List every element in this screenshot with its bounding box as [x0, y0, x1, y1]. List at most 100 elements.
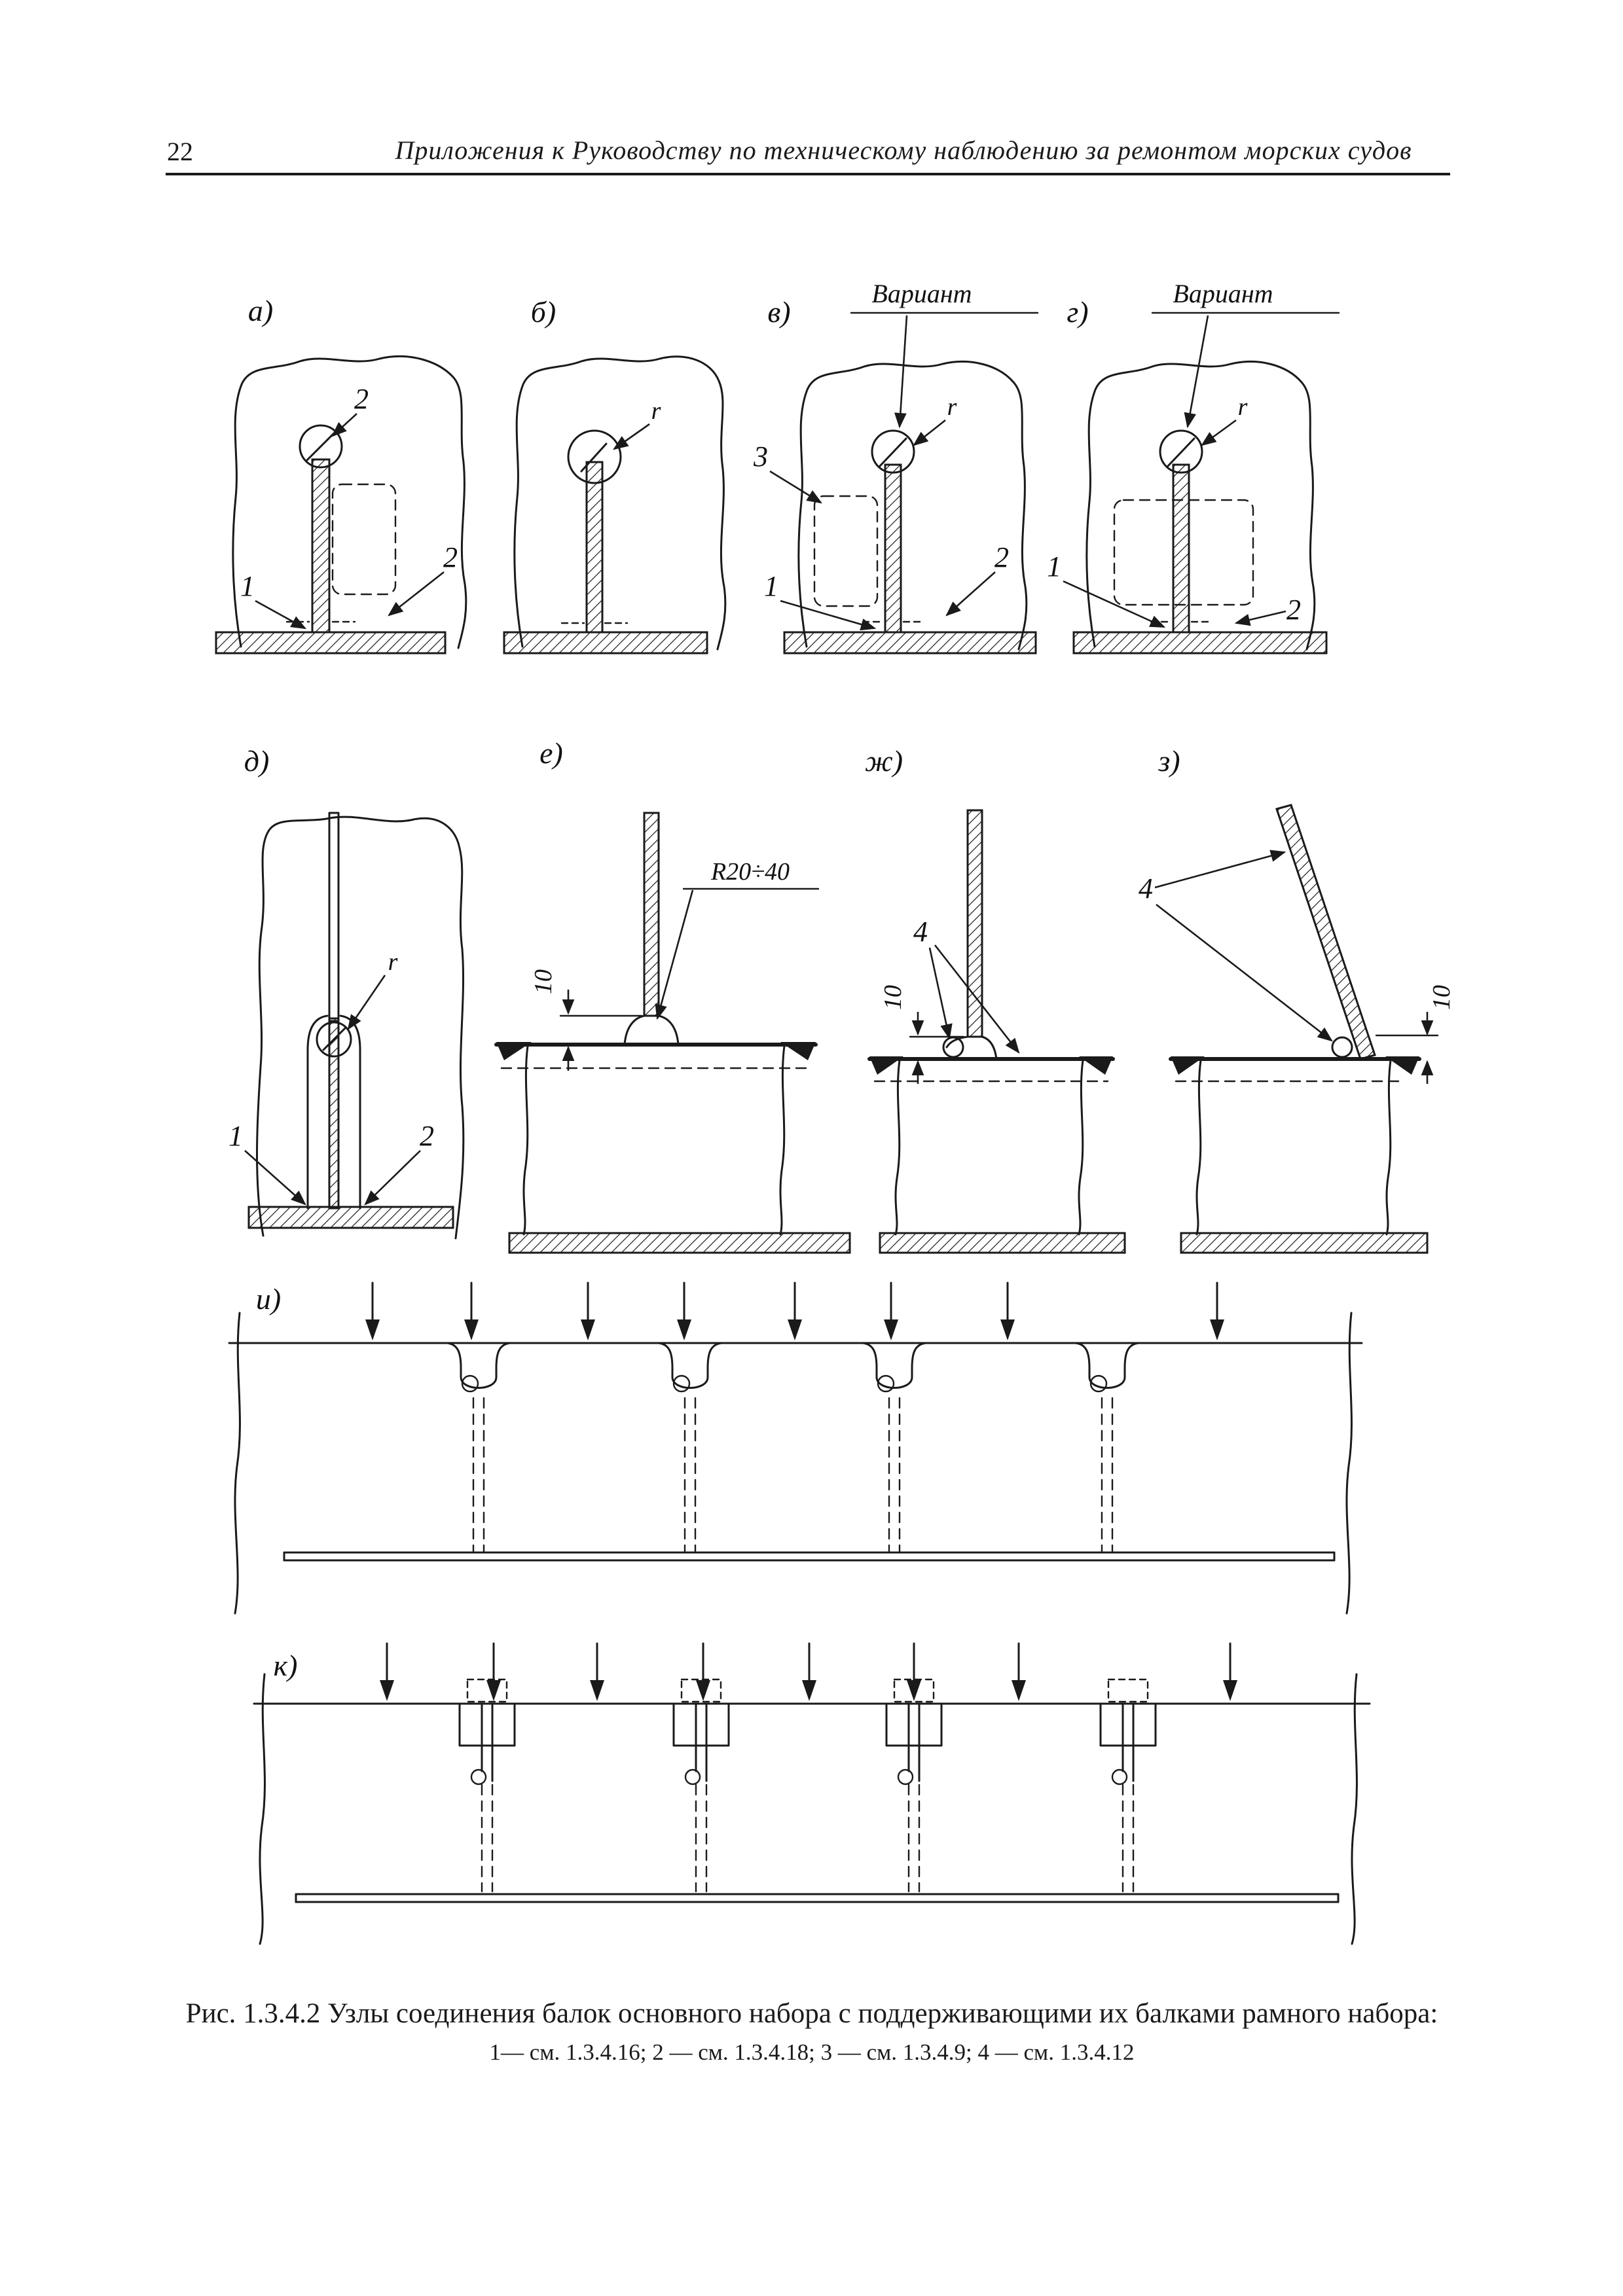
bottom-flange: [879, 1232, 1126, 1254]
flange-tip-right: [780, 1042, 816, 1060]
panel-b: б) r: [503, 295, 727, 655]
web-torn-left: [894, 1059, 901, 1236]
weld-toe-left: [945, 1035, 969, 1049]
panel-zh: ж) 4 10: [865, 744, 1126, 1254]
stiffener-cutouts: [446, 1342, 1140, 1552]
panel-g: г) Вариант r 1 2: [1047, 279, 1340, 655]
torn-plate-outline: [232, 355, 467, 649]
weld-fillet-left: [623, 1014, 646, 1046]
panel-v: в) Вариант r 3 1 2: [753, 279, 1039, 655]
bulb-head: [1159, 429, 1203, 474]
radius-label: r: [388, 948, 398, 976]
running-header: Приложения к Руководству по техническому…: [395, 135, 1412, 165]
bulb-section: [1167, 437, 1195, 467]
bulb-head: [299, 424, 343, 469]
gap-dim: 10: [1428, 985, 1455, 1010]
ref-2: 2: [1286, 594, 1301, 626]
flange-tip-right: [1079, 1056, 1113, 1075]
hidden-bracket: [1113, 499, 1254, 606]
clip-connections: [458, 1678, 1157, 1893]
ref-2: 2: [420, 1120, 434, 1152]
radius-label: r: [1238, 393, 1248, 421]
radius-label: r: [947, 393, 957, 421]
bulb-section: [322, 1026, 347, 1051]
inclined-stiffener: [1275, 804, 1376, 1060]
panel-i: и): [228, 1282, 1363, 1615]
web-torn-right: [779, 1045, 786, 1236]
bulb-section: [580, 442, 608, 473]
ref-4: 4: [913, 916, 928, 948]
panel-zh-label: ж): [865, 744, 903, 778]
flange-tip-left: [1171, 1056, 1205, 1075]
bulb-head: [316, 1021, 352, 1058]
base-plate: [215, 631, 447, 655]
bulb-head: [871, 429, 915, 474]
ref-2-right: 2: [443, 541, 458, 573]
header-rule: [166, 173, 1450, 175]
bulb-bar-web: [328, 1017, 340, 1210]
ref-1: 1: [1047, 550, 1061, 583]
variant-label: Вариант: [1173, 279, 1273, 308]
base-plate: [503, 631, 708, 655]
torn-edge-left: [259, 1673, 266, 1945]
radius-label: r: [651, 397, 661, 425]
torn-plate-outline: [256, 816, 465, 1240]
panel-d-label: д): [244, 744, 270, 778]
slot-left: [306, 1014, 329, 1210]
ref-1: 1: [228, 1120, 243, 1152]
bulb-section: [305, 431, 337, 462]
panel-k-label: к): [274, 1649, 298, 1682]
web-torn-left: [522, 1045, 529, 1236]
bulb-section: [879, 437, 907, 467]
weld-radius-label: R20÷40: [710, 858, 790, 886]
panel-e-label: е): [539, 736, 563, 770]
panel-i-label: и): [256, 1282, 281, 1316]
ref-1: 1: [764, 570, 778, 602]
web-torn-left: [1195, 1059, 1202, 1236]
panel-b-label: б): [531, 295, 556, 329]
bulb-bar-web: [311, 458, 331, 634]
torn-edge-right: [1351, 1673, 1358, 1945]
flange-tip-right: [1385, 1056, 1419, 1075]
base-plate: [247, 1206, 454, 1229]
bottom-flange: [1180, 1232, 1429, 1254]
panel-z-label: з): [1158, 744, 1180, 778]
weld-toe-right: [981, 1035, 998, 1060]
snipe-hole: [1331, 1036, 1353, 1058]
hidden-bracket: [813, 495, 879, 607]
panel-e: е) R20÷40 10: [494, 736, 851, 1254]
base-plate: [1072, 631, 1328, 655]
passing-member: [328, 812, 340, 1022]
page-number: 22: [167, 137, 193, 166]
torn-edge-right: [1345, 1312, 1353, 1615]
torn-plate-outline: [513, 355, 727, 651]
bulb-bar-web: [1172, 463, 1190, 634]
figure-caption: Рис. 1.3.4.2 Узлы соединения балок основ…: [185, 1998, 1438, 2029]
panel-z: з) 4 10: [1139, 744, 1455, 1254]
radius-circle: [567, 429, 622, 484]
panel-v-label: в): [767, 295, 790, 329]
ref-1: 1: [240, 570, 255, 602]
panel-d: д) r 1 2: [228, 744, 465, 1240]
flange-tip-left: [869, 1056, 903, 1075]
load-arrows: [364, 1282, 1226, 1342]
ref-2: 2: [994, 541, 1009, 573]
panel-g-label: г): [1067, 295, 1088, 329]
stiffener-web: [966, 809, 983, 1038]
weld-fillet-right: [657, 1014, 680, 1046]
web-torn-right: [1078, 1059, 1084, 1236]
bulb-bar-web: [585, 461, 604, 634]
stiffener-web: [643, 812, 660, 1017]
figure-legend: 1— см. 1.3.4.16; 2 — см. 1.3.4.18; 3 — с…: [489, 2039, 1135, 2065]
variant-label: Вариант: [871, 279, 972, 308]
panel-a: а) 2 1 2: [215, 294, 467, 655]
hidden-bracket: [331, 483, 397, 596]
flange-tip-left: [496, 1042, 532, 1060]
base-plate: [783, 631, 1037, 655]
torn-plate-outline: [1085, 361, 1316, 651]
bottom-flange: [508, 1232, 851, 1254]
ref-2-top: 2: [354, 383, 369, 415]
gap-dim: 10: [879, 985, 907, 1010]
